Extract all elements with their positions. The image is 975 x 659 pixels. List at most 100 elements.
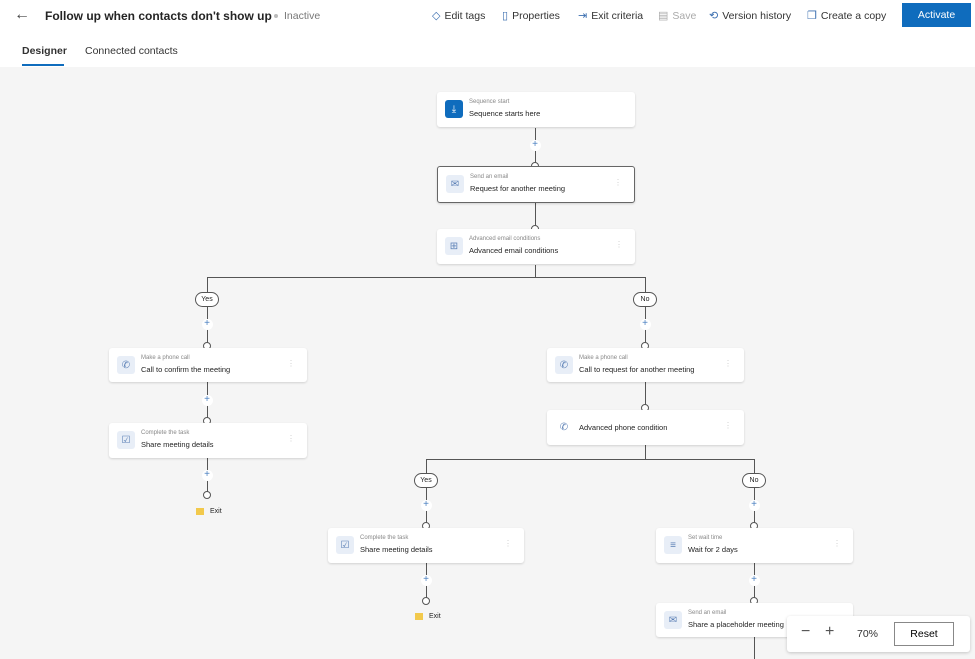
exit-marker: flag Exit	[196, 508, 222, 515]
exit-icon: ⇥	[578, 10, 588, 22]
reset-zoom-button[interactable]: Reset	[894, 622, 954, 646]
step-title: Share meeting details	[360, 545, 433, 554]
phone-condition-icon: ✆	[559, 421, 569, 433]
add-step-button[interactable]: +	[420, 499, 432, 511]
properties-button[interactable]: ▯Properties	[502, 9, 560, 23]
connector-node	[422, 597, 430, 605]
step-complete-task[interactable]: ☑ Complete the task Share meeting detail…	[109, 423, 307, 458]
status-badge: Inactive	[274, 10, 320, 22]
connector	[645, 445, 646, 459]
condition-icon: ⊞	[445, 237, 463, 255]
more-options-icon[interactable]: ⋮	[614, 178, 622, 187]
step-title: Call to request for another meeting	[579, 365, 695, 374]
step-phone-call[interactable]: ✆ Make a phone call Call to request for …	[547, 348, 744, 382]
more-options-icon[interactable]: ⋮	[287, 434, 295, 443]
step-phone-call[interactable]: ✆ Make a phone call Call to confirm the …	[109, 348, 307, 382]
zoom-out-button[interactable]: −	[801, 623, 811, 640]
add-step-button[interactable]: +	[639, 318, 651, 330]
connector	[645, 382, 646, 410]
more-options-icon[interactable]: ⋮	[724, 421, 732, 430]
step-type: Make a phone call	[579, 355, 628, 361]
task-icon: ☑	[117, 431, 135, 449]
tab-designer[interactable]: Designer	[22, 45, 67, 57]
step-sequence-start[interactable]: ⤓ Sequence start Sequence starts here	[437, 92, 635, 127]
phone-icon: ✆	[117, 356, 135, 374]
branch-yes-label: Yes	[195, 291, 219, 307]
step-type: Advanced email conditions	[469, 236, 541, 242]
step-title: Share meeting details	[141, 440, 214, 449]
connector	[207, 277, 645, 278]
history-icon: ⟲	[709, 10, 719, 22]
exit-label: Exit	[210, 508, 222, 515]
add-step-button[interactable]: +	[529, 139, 541, 151]
exit-marker: flag Exit	[415, 613, 441, 620]
branch-no-label: No	[742, 472, 766, 488]
back-arrow-icon[interactable]: ←	[14, 6, 30, 23]
step-title: Advanced phone condition	[579, 423, 668, 432]
step-advanced-phone-condition[interactable]: ✆ Advanced phone condition ⋮	[547, 410, 744, 445]
tag-icon: ◇	[432, 10, 441, 22]
connector	[207, 277, 208, 348]
step-title: Call to confirm the meeting	[141, 365, 231, 374]
zoom-in-button[interactable]: +	[825, 623, 835, 640]
copy-icon: ❐	[807, 10, 817, 22]
page-title: Follow up when contacts don't show up	[45, 9, 272, 23]
version-history-button[interactable]: ⟲Version history	[709, 9, 792, 23]
step-title: Sequence starts here	[469, 109, 541, 118]
header: ← Follow up when contacts don't show up …	[0, 0, 975, 66]
exit-criteria-button[interactable]: ⇥Exit criteria	[578, 9, 643, 23]
step-complete-task[interactable]: ☑ Complete the task Share meeting detail…	[328, 528, 524, 563]
step-advanced-email-conditions[interactable]: ⊞ Advanced email conditions Advanced ema…	[437, 229, 635, 264]
sequence-start-icon: ⤓	[445, 100, 463, 118]
connector	[426, 459, 427, 528]
save-button[interactable]: ▤Save	[658, 9, 696, 23]
connector	[645, 277, 646, 348]
step-type: Send an email	[688, 610, 727, 616]
step-type: Set wait time	[688, 535, 723, 541]
edit-tags-label: Edit tags	[444, 9, 486, 22]
email-icon: ✉	[446, 175, 464, 193]
exit-flag-icon: flag	[415, 613, 423, 620]
step-type: Send an email	[470, 174, 509, 180]
version-history-label: Version history	[722, 9, 792, 22]
more-options-icon[interactable]: ⋮	[504, 539, 512, 548]
step-title: Share a placeholder meeting	[688, 620, 784, 629]
tab-connected-contacts[interactable]: Connected contacts	[85, 45, 178, 57]
more-options-icon[interactable]: ⋮	[724, 359, 732, 368]
properties-label: Properties	[512, 9, 560, 22]
connector	[754, 459, 755, 528]
add-step-button[interactable]: +	[201, 318, 213, 330]
step-type: Sequence start	[469, 99, 510, 105]
more-options-icon[interactable]: ⋮	[287, 359, 295, 368]
save-icon: ▤	[658, 10, 669, 22]
more-options-icon[interactable]: ⋮	[615, 240, 623, 249]
properties-icon: ▯	[502, 10, 509, 22]
add-step-button[interactable]: +	[748, 499, 760, 511]
more-options-icon[interactable]: ⋮	[833, 539, 841, 548]
step-type: Complete the task	[141, 430, 190, 436]
connector	[426, 459, 754, 460]
zoom-controls: − + 70% Reset	[787, 616, 970, 652]
connector-node	[203, 491, 211, 499]
step-title: Request for another meeting	[470, 184, 566, 193]
branch-yes-label: Yes	[414, 472, 438, 488]
edit-tags-button[interactable]: ◇Edit tags	[432, 9, 486, 23]
add-step-button[interactable]: +	[420, 574, 432, 586]
email-icon: ✉	[664, 611, 682, 629]
step-send-email[interactable]: ✉ Send an email Request for another meet…	[437, 166, 635, 203]
step-title: Advanced email conditions	[469, 246, 559, 255]
add-step-button[interactable]: +	[748, 574, 760, 586]
phone-icon: ✆	[555, 356, 573, 374]
create-copy-button[interactable]: ❐Create a copy	[807, 9, 886, 23]
add-step-button[interactable]: +	[201, 394, 213, 406]
wait-icon: ≡	[664, 536, 682, 554]
activate-button[interactable]: Activate	[902, 3, 971, 27]
branch-no-label: No	[633, 291, 657, 307]
step-wait-time[interactable]: ≡ Set wait time Wait for 2 days ⋮	[656, 528, 853, 563]
step-title: Wait for 2 days	[688, 545, 738, 554]
add-step-button[interactable]: +	[201, 469, 213, 481]
connector	[535, 203, 536, 229]
exit-label: Exit	[429, 613, 441, 620]
step-type: Complete the task	[360, 535, 409, 541]
exit-flag-icon: flag	[196, 508, 204, 515]
